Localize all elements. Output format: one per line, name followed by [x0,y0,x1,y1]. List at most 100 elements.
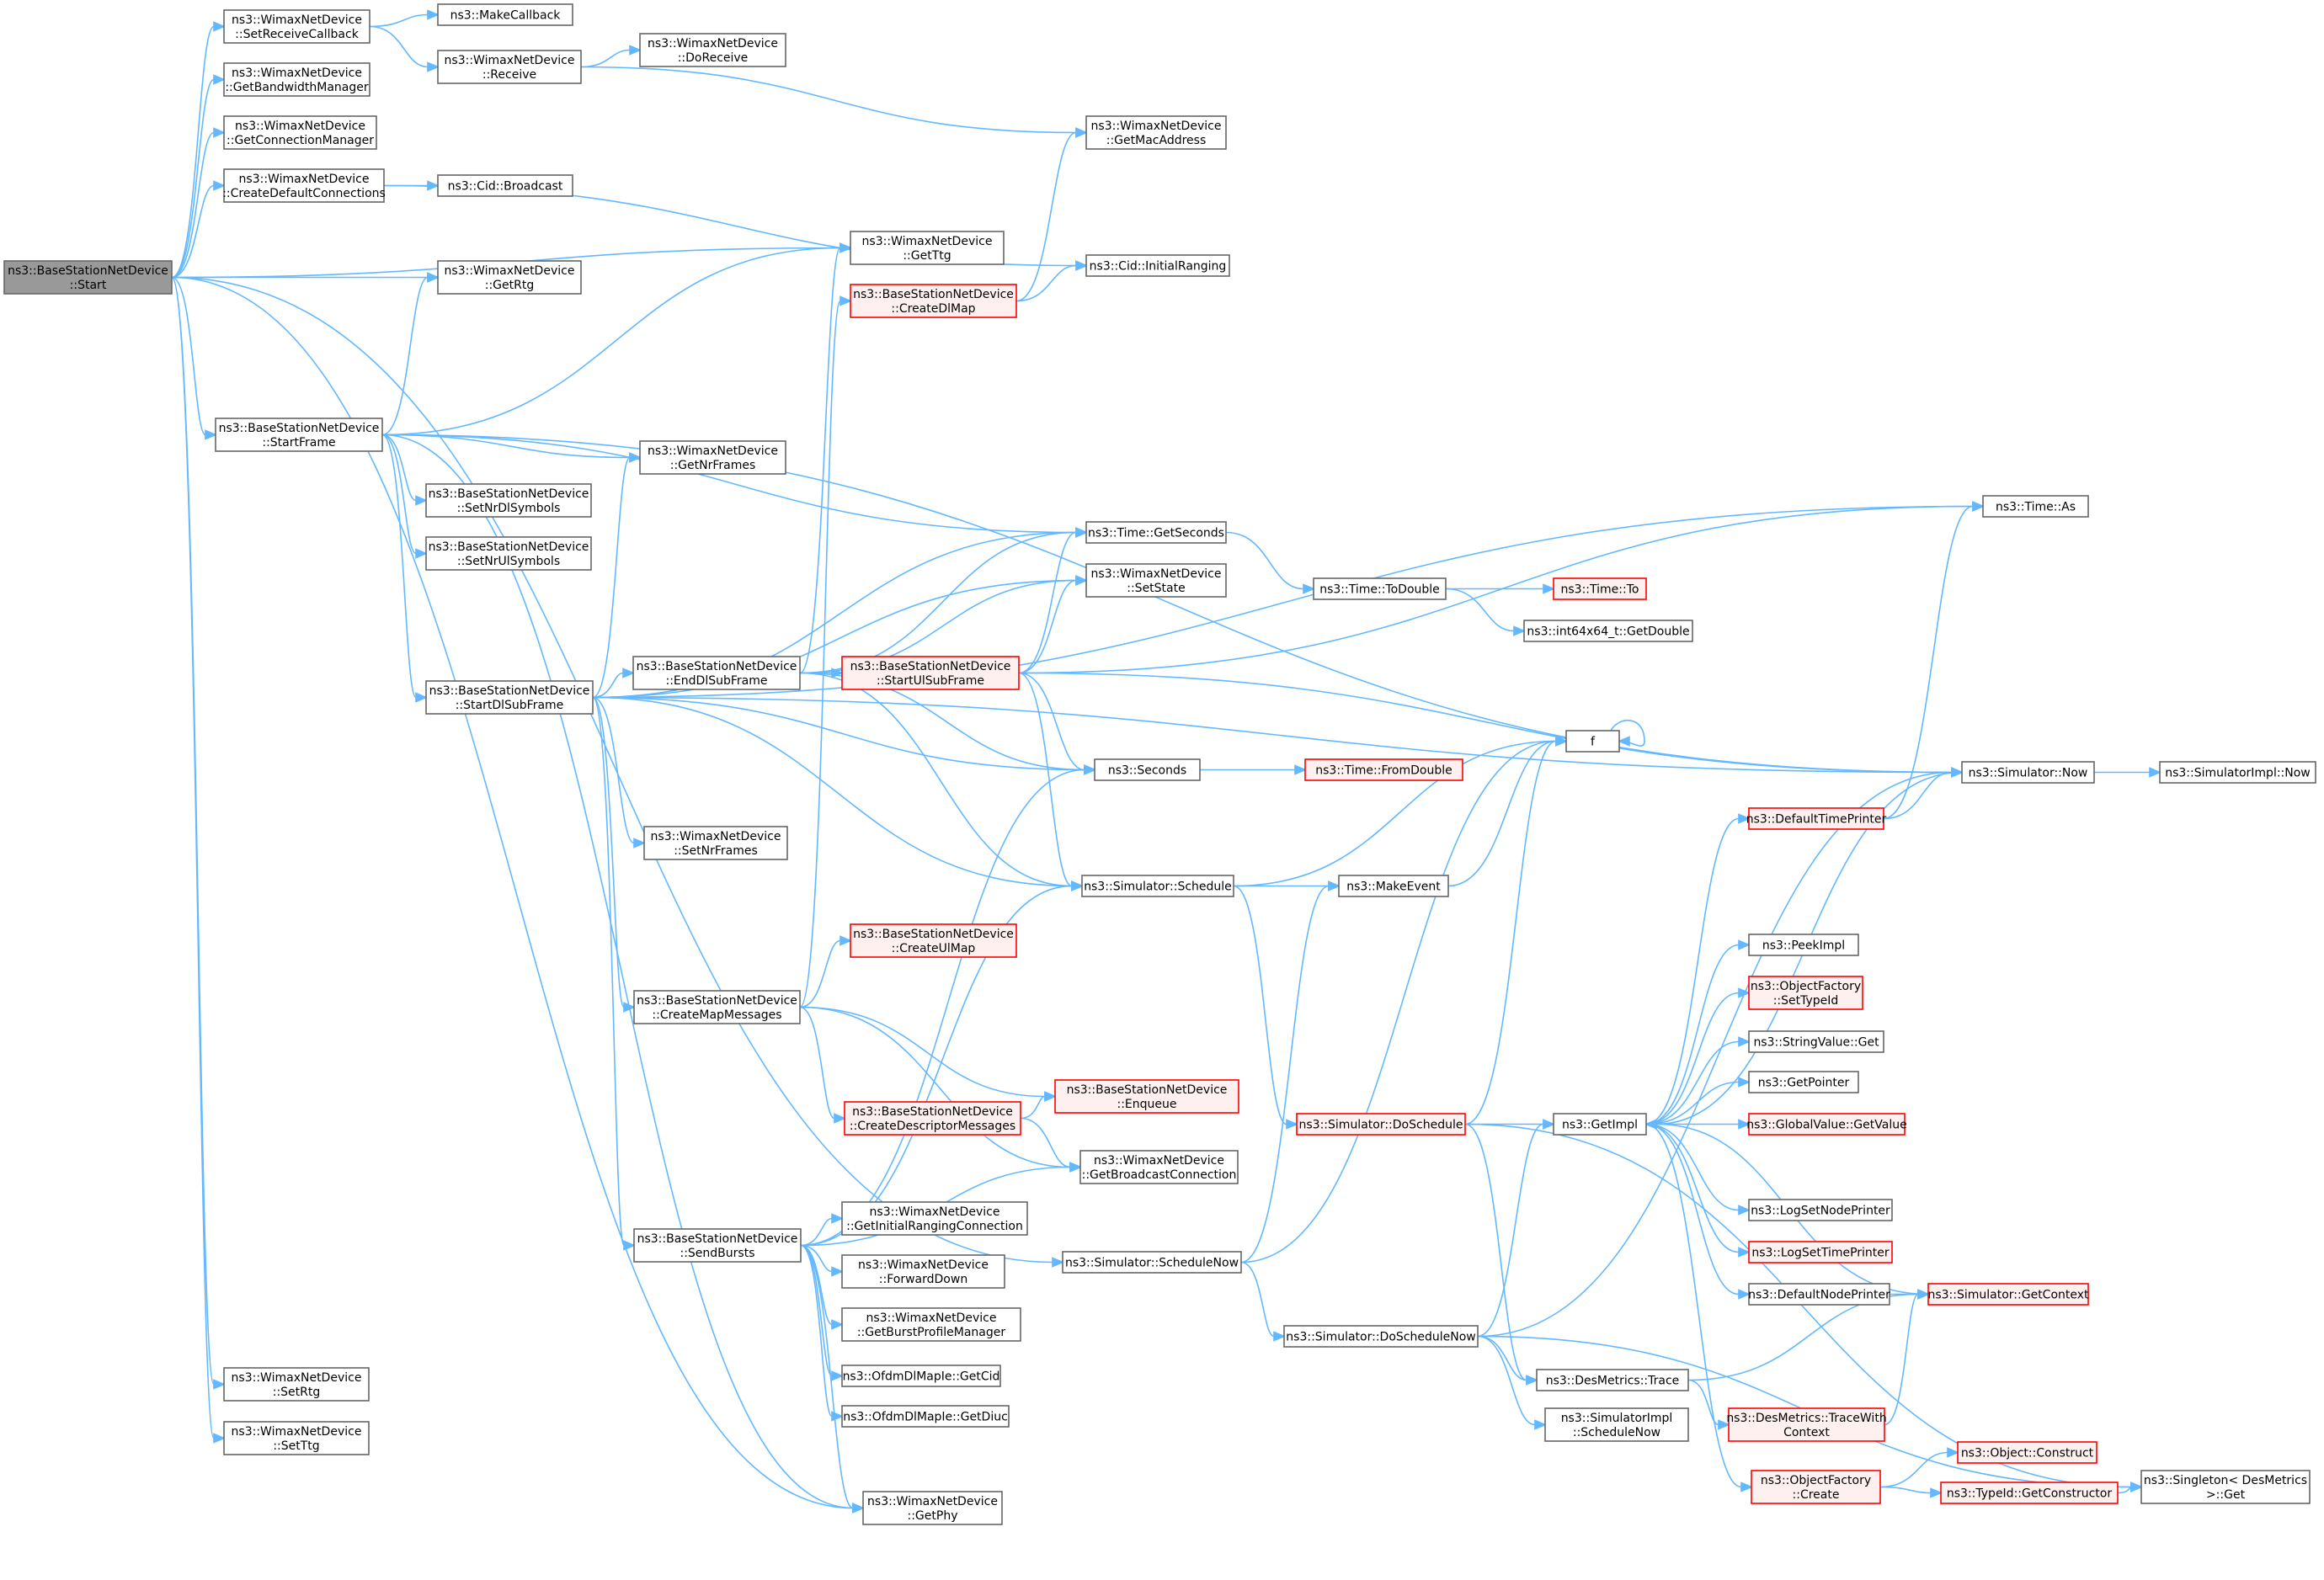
node-label-line: ns3::WimaxNetDevice [1091,120,1222,133]
node-box [1094,758,1201,781]
node-objConstruct[interactable]: ns3::Object::Construct [1957,1441,2097,1464]
node-timeAs[interactable]: ns3::Time::As [1982,495,2089,518]
node-simScheduleNow[interactable]: ns3::Simulator::ScheduleNow [1062,1251,1242,1274]
node-setState[interactable]: ns3::WimaxNetDevice::SetState [1085,563,1227,598]
node-simImplNow[interactable]: ns3::SimulatorImpl::Now [2159,761,2316,784]
node-setNrFrames[interactable]: ns3::WimaxNetDevice::SetNrFrames [643,826,788,860]
node-startDlSub[interactable]: ns3::BaseStationNetDevice::StartDlSubFra… [425,680,594,715]
node-receive[interactable]: ns3::WimaxNetDevice::Receive [437,50,582,84]
node-typeIdGetCtor[interactable]: ns3::TypeId::GetConstructor [1940,1482,2119,1504]
node-simSchedule[interactable]: ns3::Simulator::Schedule [1081,875,1234,897]
node-ofdmGetCid[interactable]: ns3::OfdmDlMapIe::GetCid [841,1365,1001,1387]
node-simNow[interactable]: ns3::Simulator::Now [1961,761,2095,784]
node-forwardDown[interactable]: ns3::WimaxNetDevice::ForwardDown [841,1254,1005,1289]
node-simGetContext[interactable]: ns3::Simulator::GetContext [1927,1283,2089,1306]
node-box [437,174,573,197]
node-getBurstProfMgr[interactable]: ns3::WimaxNetDevice::GetBurstProfileMana… [841,1307,1021,1342]
node-makeCallback[interactable]: ns3::MakeCallback [437,3,573,26]
node-createDefConn[interactable]: ns3::WimaxNetDevice::CreateDefaultConnec… [222,168,386,203]
node-cidBroadcast[interactable]: ns3::Cid::Broadcast [437,174,573,197]
node-setTtg[interactable]: ns3::WimaxNetDevice::SetTtg [223,1421,370,1455]
node-timeFromDouble[interactable]: ns3::Time::FromDouble [1304,758,1463,781]
node-label-line: ::GetMacAddress [1106,134,1207,147]
node-box [1751,1470,1881,1504]
node-label-line: ns3::WimaxNetDevice [648,37,778,51]
edge-createMapMsgs-to-createUlMap [799,935,853,1008]
node-label-line: ns3::ObjectFactory [1761,1474,1871,1487]
node-getImpl[interactable]: ns3::GetImpl [1553,1113,1647,1136]
node-simDoSchedule[interactable]: ns3::Simulator::DoSchedule [1296,1113,1466,1136]
node-makeEvent[interactable]: ns3::MakeEvent [1338,875,1449,897]
node-strValGet[interactable]: ns3::StringValue::Get [1748,1030,1884,1053]
node-gvGetValue[interactable]: ns3::GlobalValue::GetValue [1746,1113,1907,1136]
node-createMapMsgs[interactable]: ns3::BaseStationNetDevice::CreateMapMess… [633,990,801,1024]
node-box [639,33,786,67]
node-box [841,1365,1001,1387]
node-getBwMgr[interactable]: ns3::WimaxNetDevice::GetBandwidthManager [223,62,370,97]
node-f[interactable]: f [1565,730,1620,753]
node-logSetNodePrinter[interactable]: ns3::LogSetNodePrinter [1748,1199,1893,1221]
node-singletonGet[interactable]: ns3::Singleton< DesMetrics>::Get [2140,1470,2311,1504]
node-label-line: ns3::int64x64_t::GetDouble [1527,625,1689,639]
edge-startDlSub-to-createMapMsgs [592,696,637,1013]
node-cidInitRanging[interactable]: ns3::Cid::InitialRanging [1085,254,1230,277]
node-defTimePrinter[interactable]: ns3::DefaultTimePrinter [1746,807,1887,830]
node-getPhy[interactable]: ns3::WimaxNetDevice::GetPhy [862,1491,1003,1525]
node-ofCreate[interactable]: ns3::ObjectFactory::Create [1751,1470,1881,1504]
node-endDlSub[interactable]: ns3::BaseStationNetDevice::EndDlSubFrame [632,656,801,690]
node-defNodePrinter[interactable]: ns3::DefaultNodePrinter [1748,1283,1890,1306]
edge-arrowhead [1534,1419,1548,1430]
node-createDlMap[interactable]: ns3::BaseStationNetDevice::CreateDlMap [850,284,1017,318]
node-setRecvCb[interactable]: ns3::WimaxNetDevice::SetReceiveCallback [223,9,370,44]
node-label-line: ::StartFrame [262,436,335,450]
node-logSetTimePrinter[interactable]: ns3::LogSetTimePrinter [1748,1241,1893,1263]
node-simDoScheduleNow[interactable]: ns3::Simulator::DoScheduleNow [1283,1325,1479,1348]
node-box [841,1307,1021,1342]
node-setNrUlSym[interactable]: ns3::BaseStationNetDevice::SetNrUlSymbol… [425,536,592,571]
node-setRtg[interactable]: ns3::WimaxNetDevice::SetRtg [223,1367,370,1402]
node-getRtg[interactable]: ns3::WimaxNetDevice::GetRtg [437,260,582,295]
node-getNrFrames[interactable]: ns3::WimaxNetDevice::GetNrFrames [639,440,786,475]
node-simImplScheduleNow[interactable]: ns3::SimulatorImpl::ScheduleNow [1544,1407,1689,1442]
node-doReceive[interactable]: ns3::WimaxNetDevice::DoReceive [639,33,786,67]
node-setNrDlSym[interactable]: ns3::BaseStationNetDevice::SetNrDlSymbol… [425,483,592,518]
edge-startDlSub-to-endDlSub [592,668,636,699]
node-getMacAddr[interactable]: ns3::WimaxNetDevice::GetMacAddress [1085,115,1227,150]
node-box [1748,1241,1893,1263]
node-enqueue[interactable]: ns3::BaseStationNetDevice::Enqueue [1054,1079,1239,1114]
edge-arrowhead [1738,939,1751,950]
node-ofdmGetDiuc[interactable]: ns3::OfdmDlMapIe::GetDiuc [841,1405,1010,1428]
node-createUlMap[interactable]: ns3::BaseStationNetDevice::CreateUlMap [850,923,1017,958]
node-startUlSub[interactable]: ns3::BaseStationNetDevice::StartUlSubFra… [841,656,1020,690]
node-getBcastConn[interactable]: ns3::WimaxNetDevice::GetBroadcastConnect… [1079,1150,1239,1184]
node-timeGetSec[interactable]: ns3::Time::GetSeconds [1085,521,1227,544]
edge-getImpl-to-defNodePrinter [1645,1123,1751,1300]
node-box [1338,875,1449,897]
node-getInitRangConn[interactable]: ns3::WimaxNetDevice::GetInitialRangingCo… [841,1201,1028,1236]
edge-arrowhead [2130,1482,2144,1492]
node-label-line: ns3::WimaxNetDevice [862,235,993,248]
node-getTtg[interactable]: ns3::WimaxNetDevice::GetTtg [850,231,1005,265]
edge-ofCreate-to-typeIdGetCtor [1879,1486,1943,1498]
nodes-layer: ns3::BaseStationNetDevice::Startns3::Wim… [3,3,2316,1525]
node-int64GetDouble[interactable]: ns3::int64x64_t::GetDouble [1523,620,1693,642]
edge-arrowhead [623,1240,637,1251]
node-createDescMsgs[interactable]: ns3::BaseStationNetDevice::CreateDescrip… [844,1101,1021,1136]
node-box [1748,1113,1906,1136]
node-ofSetTypeId[interactable]: ns3::ObjectFactory::SetTypeId [1748,976,1863,1010]
node-seconds[interactable]: ns3::Seconds [1094,758,1201,781]
edge-arrowhead [1738,813,1751,824]
node-timeToDouble[interactable]: ns3::Time::ToDouble [1313,577,1447,600]
node-startFrame[interactable]: ns3::BaseStationNetDevice::StartFrame [215,418,383,452]
node-getConnMgr[interactable]: ns3::WimaxNetDevice::GetConnectionManage… [223,115,377,150]
node-getPointer[interactable]: ns3::GetPointer [1748,1071,1859,1093]
node-peekImpl[interactable]: ns3::PeekImpl [1748,934,1859,956]
edge-start-to-simScheduleNow [171,276,1065,1268]
edge-arrowhead [1617,736,1630,747]
node-timeTo[interactable]: ns3::Time::To [1553,577,1647,600]
node-sendBursts[interactable]: ns3::BaseStationNetDevice::SendBursts [633,1228,802,1263]
node-label-line: ns3::BaseStationNetDevice [637,660,797,673]
node-box [633,1228,802,1263]
node-desTrace[interactable]: ns3::DesMetrics::Trace [1536,1369,1689,1391]
